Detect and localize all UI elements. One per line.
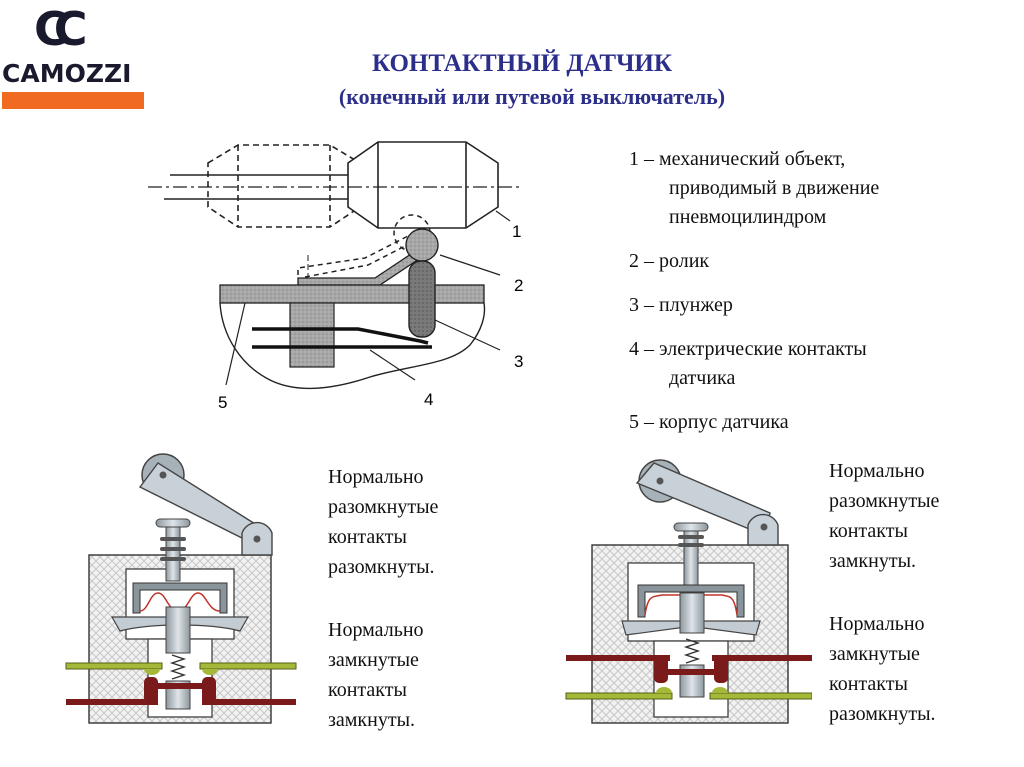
page-subtitle: (конечный или путевой выключатель) xyxy=(338,84,726,109)
callout-2: 2 xyxy=(514,276,523,295)
contact-nc-right xyxy=(202,699,296,705)
logo-accent-bar xyxy=(2,92,144,109)
contact-nc-left xyxy=(66,699,158,705)
limit-switch-schematic: 1 2 3 4 5 xyxy=(148,141,523,412)
logo-mark: CC xyxy=(34,2,87,56)
callout-1: 1 xyxy=(512,222,521,241)
legend-item-1: 1 – механический объект, приводимый в дв… xyxy=(629,148,880,228)
contact-no-left xyxy=(565,692,673,700)
roller xyxy=(405,228,439,262)
callout-3: 3 xyxy=(514,352,523,371)
contact-no-right xyxy=(199,662,297,670)
contact-no-left xyxy=(65,662,163,670)
mechanical-object xyxy=(347,141,499,229)
legend-item-3: 3 – плунжер xyxy=(629,294,733,316)
legend-item-2: 2 – ролик xyxy=(629,250,710,272)
caption-released-state: Нормально разомкнутые контакты разомкнут… xyxy=(328,466,439,731)
logo-brand-text: CAMOZZI xyxy=(2,59,132,88)
callout-5: 5 xyxy=(218,393,227,412)
object-ghost-position xyxy=(207,144,361,228)
electrical-contact-upper xyxy=(252,327,429,345)
microswitch-released xyxy=(65,453,297,724)
plunger xyxy=(408,260,436,338)
legend-item-4: 4 – электрические контакты датчика xyxy=(629,338,867,389)
contact-nc-left xyxy=(566,655,670,661)
legend-item-5: 5 – корпус датчика xyxy=(629,411,789,433)
housing-outline xyxy=(219,302,486,389)
contact-no-right xyxy=(709,692,812,700)
camozzi-logo: CC CAMOZZI xyxy=(0,0,150,112)
contact-nc-right xyxy=(712,655,812,661)
callout-4: 4 xyxy=(424,390,433,409)
caption-pressed-state: Нормально разомкнутые контакты замкнуты.… xyxy=(829,460,940,725)
microswitch-pressed xyxy=(565,459,812,724)
component-legend: 1 – механический объект, приводимый в дв… xyxy=(629,145,879,452)
page-title: КОНТАКТНЫЙ ДАТЧИК xyxy=(371,50,673,77)
housing-plate xyxy=(219,284,485,304)
